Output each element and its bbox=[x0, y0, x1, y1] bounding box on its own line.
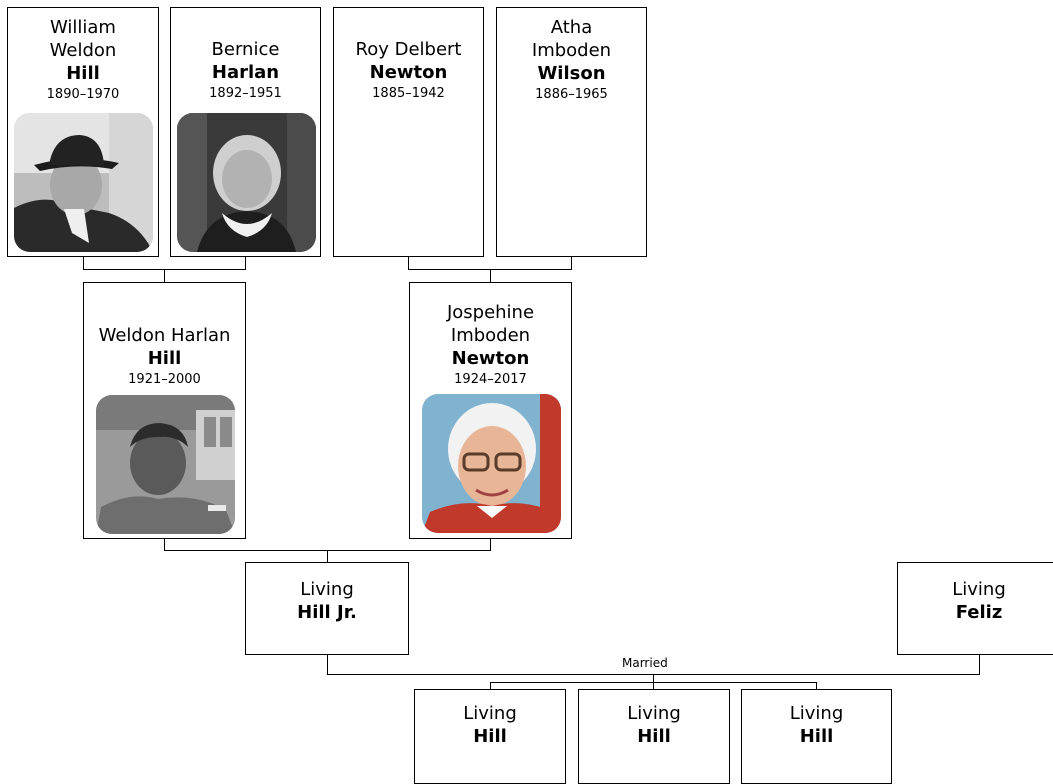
given-name: Living bbox=[627, 703, 681, 724]
connector-line bbox=[490, 269, 491, 283]
surname: Feliz bbox=[955, 602, 1003, 623]
surname: Hill Jr. bbox=[297, 602, 357, 623]
elderly-woman-with-glasses-photo bbox=[422, 394, 561, 533]
surname: Newton bbox=[369, 62, 448, 83]
elderly-man-in-hat-photo bbox=[14, 113, 153, 252]
person-card-atha-imboden-wilson[interactable]: Atha Imboden Wilson 1886–1965 bbox=[496, 7, 647, 257]
surname: Newton bbox=[451, 348, 530, 369]
surname: Hill bbox=[147, 348, 182, 369]
connector-line bbox=[83, 256, 84, 269]
portrait-photo bbox=[96, 395, 235, 534]
connector-line bbox=[490, 538, 491, 550]
connector-line bbox=[408, 256, 409, 269]
given-name: Bernice bbox=[211, 39, 280, 60]
given-name: Living bbox=[463, 703, 517, 724]
connector-line bbox=[653, 674, 654, 682]
given-name: Living bbox=[952, 579, 1006, 600]
surname: Hill bbox=[637, 726, 671, 747]
life-dates: 1890–1970 bbox=[46, 87, 120, 102]
person-card-jospehine-imboden-newton[interactable]: Jospehine Imboden Newton 1924–2017 bbox=[409, 282, 572, 539]
man-in-uniform-photo bbox=[96, 395, 235, 534]
given-name: Atha Imboden bbox=[531, 17, 612, 61]
elderly-woman-portrait-photo bbox=[177, 113, 316, 252]
connector-line bbox=[164, 538, 165, 550]
person-card-roy-delbert-newton[interactable]: Roy Delbert Newton 1885–1942 bbox=[333, 7, 484, 257]
person-card-weldon-harlan-hill[interactable]: Weldon Harlan Hill 1921–2000 bbox=[83, 282, 246, 539]
given-name: Jospehine Imboden bbox=[446, 302, 535, 346]
life-dates: 1885–1942 bbox=[372, 86, 445, 101]
connector-line bbox=[490, 682, 491, 690]
connector-line bbox=[164, 269, 165, 283]
connector-line bbox=[571, 256, 572, 269]
given-name: Living bbox=[300, 579, 354, 600]
connector-line bbox=[327, 550, 328, 563]
surname: Hill bbox=[799, 726, 834, 747]
connector-line bbox=[327, 654, 328, 675]
person-card-living-hill-2[interactable]: Living Hill bbox=[578, 689, 730, 784]
given-name: Weldon Harlan bbox=[98, 325, 231, 346]
connector-line bbox=[653, 682, 654, 690]
given-name: Living bbox=[789, 703, 844, 724]
person-card-bernice-harlan[interactable]: Bernice Harlan 1892–1951 bbox=[170, 7, 321, 257]
person-card-living-feliz[interactable]: Living Feliz bbox=[897, 562, 1053, 655]
given-name: William Weldon bbox=[49, 17, 117, 61]
person-card-living-hill-1[interactable]: Living Hill bbox=[414, 689, 566, 784]
portrait-photo bbox=[14, 113, 153, 252]
life-dates: 1924–2017 bbox=[454, 372, 527, 387]
life-dates: 1921–2000 bbox=[128, 372, 201, 387]
connector-line bbox=[979, 654, 980, 675]
connector-line bbox=[816, 682, 817, 690]
person-card-living-hill-3[interactable]: Living Hill bbox=[741, 689, 892, 784]
life-dates: 1886–1965 bbox=[535, 87, 608, 102]
given-name: Roy Delbert bbox=[355, 39, 462, 60]
connector-line bbox=[245, 256, 246, 269]
surname: Wilson bbox=[537, 63, 606, 84]
life-dates: 1892–1951 bbox=[209, 86, 282, 101]
surname: Harlan bbox=[211, 62, 280, 83]
person-card-william-weldon-hill[interactable]: William Weldon Hill 1890–1970 bbox=[7, 7, 159, 257]
marriage-label: Married bbox=[620, 656, 670, 670]
portrait-photo bbox=[177, 113, 316, 252]
surname: Hill bbox=[66, 63, 100, 84]
portrait-photo bbox=[422, 394, 561, 533]
surname: Hill bbox=[473, 726, 507, 747]
person-card-living-hill-jr[interactable]: Living Hill Jr. bbox=[245, 562, 409, 655]
